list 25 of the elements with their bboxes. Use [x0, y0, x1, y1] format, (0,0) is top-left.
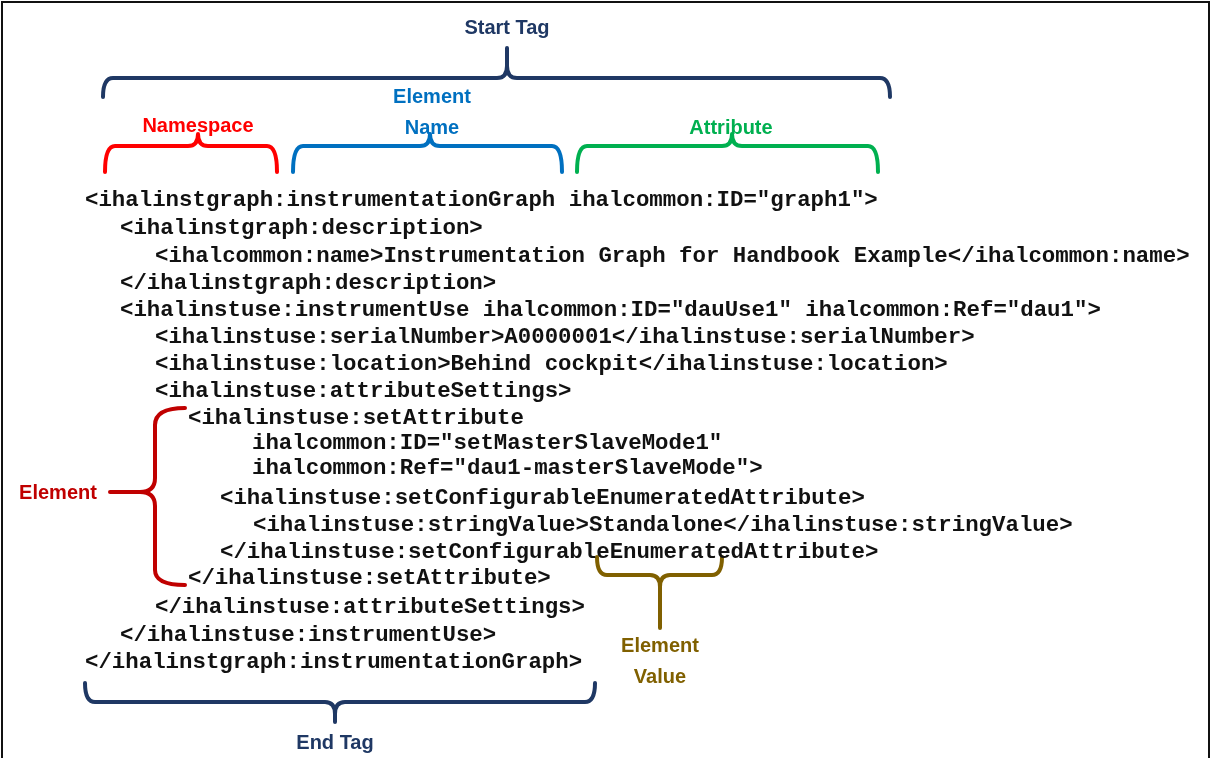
- code-line: <ihalinstgraph:description>: [120, 214, 483, 242]
- code-line: <ihalinstuse:setConfigurableEnumeratedAttribute>: [220, 484, 865, 512]
- code-line: </ihalinstgraph:description>: [120, 269, 497, 297]
- annotation-label: Start Tag: [463, 14, 551, 40]
- code-line: <ihalinstuse:attributeSettings>: [155, 377, 572, 405]
- code-line: ihalcommon:Ref="dau1-masterSlaveMode">: [252, 454, 763, 482]
- code-line: </ihalinstuse:instrumentUse>: [120, 621, 497, 649]
- annotation-label: Element Name: [392, 84, 472, 140]
- code-line: <ihalinstgraph:instrumentationGraph ihalcommon:ID="graph1">: [85, 186, 878, 214]
- code-line: </ihalinstuse:setConfigurableEnumeratedAttribute>: [220, 538, 879, 566]
- annotation-label: Element Value: [620, 633, 700, 689]
- code-line: <ihalinstuse:stringValue>Standalone</ihalinstuse:stringValue>: [253, 511, 1073, 539]
- code-line: <ihalinstuse:setAttribute: [188, 404, 524, 432]
- code-line: <ihalinstuse:instrumentUse ihalcommon:ID="dauUse1" ihalcommon:Ref="dau1">: [120, 296, 1101, 324]
- annotation-label: Namespace: [141, 112, 255, 138]
- code-line: <ihalinstuse:serialNumber>A0000001</ihalinstuse:serialNumber>: [155, 323, 975, 351]
- code-line: <ihalinstuse:location>Behind cockpit</ihalinstuse:location>: [155, 350, 948, 378]
- annotation-label: End Tag: [295, 729, 375, 755]
- code-line: <ihalcommon:name>Instrumentation Graph for Handbook Example</ihalcommon:name>: [155, 242, 1190, 270]
- annotation-label: Attribute: [688, 114, 774, 140]
- code-line: ihalcommon:ID="setMasterSlaveMode1": [252, 429, 723, 457]
- annotation-label: Element: [18, 479, 98, 505]
- code-line: </ihalinstuse:attributeSettings>: [155, 593, 585, 621]
- code-line: </ihalinstuse:setAttribute>: [188, 564, 551, 592]
- code-line: </ihalinstgraph:instrumentationGraph>: [85, 648, 583, 676]
